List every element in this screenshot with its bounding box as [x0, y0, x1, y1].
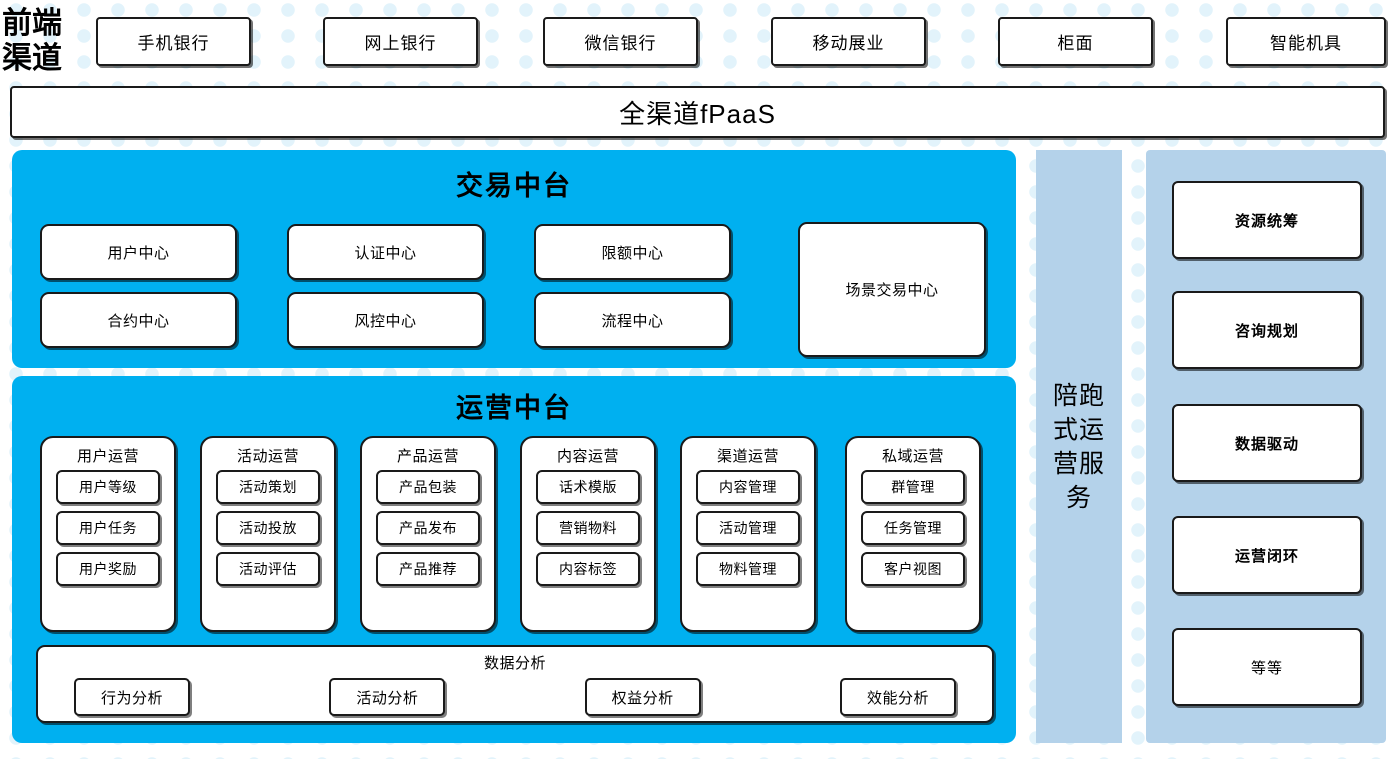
ops-group-title-5: 渠道运营 [716, 448, 779, 465]
scene-trade-center-box[interactable]: 场景交易中心 [798, 222, 986, 357]
ops-item-1-2[interactable]: 用户任务 [56, 511, 160, 545]
capability-item-5[interactable]: 等等 [1172, 628, 1362, 706]
capability-panel: 资源统筹咨询规划数据驱动运营闭环等等 [1146, 150, 1386, 743]
ops-group-title-3: 产品运营 [396, 448, 459, 465]
ops-item-5-3[interactable]: 物料管理 [696, 552, 800, 586]
ops-item-5-2[interactable]: 活动管理 [696, 511, 800, 545]
capability-item-4[interactable]: 运营闭环 [1172, 516, 1362, 594]
data-analysis-box: 数据分析 行为分析 活动分析 权益分析 效能分析 [36, 645, 994, 723]
capability-item-1[interactable]: 资源统筹 [1172, 181, 1362, 259]
ops-group-6: 私域运营群管理任务管理客户视图 [845, 436, 981, 632]
ops-group-title-4: 内容运营 [556, 448, 619, 465]
ops-item-4-2[interactable]: 营销物料 [536, 511, 640, 545]
ops-item-6-3[interactable]: 客户视图 [861, 552, 965, 586]
ops-item-5-1[interactable]: 内容管理 [696, 470, 800, 504]
data-analysis-title: 数据分析 [483, 655, 546, 672]
trade-box-row1-1[interactable]: 用户中心 [40, 224, 237, 280]
ops-group-2: 活动运营活动策划活动投放活动评估 [200, 436, 336, 632]
front-channel-label-line1: 前端 [2, 7, 62, 40]
data-analysis-item-1[interactable]: 行为分析 [74, 678, 190, 716]
ops-item-6-2[interactable]: 任务管理 [861, 511, 965, 545]
ops-item-2-3[interactable]: 活动评估 [216, 552, 320, 586]
data-analysis-item-list: 行为分析 活动分析 权益分析 效能分析 [74, 678, 956, 716]
channel-box-4[interactable]: 移动展业 [771, 17, 926, 66]
data-analysis-item-3[interactable]: 权益分析 [584, 678, 701, 716]
trade-box-row2-2[interactable]: 风控中心 [287, 292, 484, 348]
front-channel-label-line2: 渠道 [2, 42, 62, 75]
trade-platform-title: 交易中台 [456, 171, 572, 201]
ops-group-3: 产品运营产品包装产品发布产品推荐 [360, 436, 496, 632]
ops-group-1: 用户运营用户等级用户任务用户奖励 [40, 436, 176, 632]
capability-item-3[interactable]: 数据驱动 [1172, 404, 1362, 482]
channel-box-3[interactable]: 微信银行 [543, 17, 698, 66]
ops-item-3-2[interactable]: 产品发布 [376, 511, 480, 545]
ops-group-5: 渠道运营内容管理活动管理物料管理 [680, 436, 816, 632]
ops-group-title-1: 用户运营 [76, 448, 139, 465]
ops-item-4-1[interactable]: 话术模版 [536, 470, 640, 504]
ops-item-2-1[interactable]: 活动策划 [216, 470, 320, 504]
trade-box-row1-2[interactable]: 认证中心 [287, 224, 484, 280]
ops-item-1-1[interactable]: 用户等级 [56, 470, 160, 504]
channel-box-1[interactable]: 手机银行 [96, 17, 251, 66]
ops-item-3-1[interactable]: 产品包装 [376, 470, 480, 504]
channel-box-2[interactable]: 网上银行 [323, 17, 478, 66]
ops-item-1-3[interactable]: 用户奖励 [56, 552, 160, 586]
data-analysis-item-4[interactable]: 效能分析 [839, 678, 956, 716]
capability-item-2[interactable]: 咨询规划 [1172, 291, 1362, 369]
fpaas-bar[interactable]: 全渠道fPaaS [10, 86, 1385, 138]
front-channel-label: 前端 渠道 [2, 4, 88, 78]
trade-box-row2-1[interactable]: 合约中心 [40, 292, 237, 348]
ops-item-6-1[interactable]: 群管理 [861, 470, 965, 504]
ops-platform-title: 运营中台 [456, 393, 572, 423]
trade-box-row2-3[interactable]: 流程中心 [534, 292, 731, 348]
ops-item-4-3[interactable]: 内容标签 [536, 552, 640, 586]
ops-item-3-3[interactable]: 产品推荐 [376, 552, 480, 586]
service-column-label: 陪跑式运营服务 [1052, 381, 1105, 512]
ops-group-title-2: 活动运营 [236, 448, 299, 465]
data-analysis-item-2[interactable]: 活动分析 [329, 678, 446, 716]
channel-box-5[interactable]: 柜面 [998, 17, 1153, 66]
ops-item-2-2[interactable]: 活动投放 [216, 511, 320, 545]
service-column: 陪跑式运营服务 [1036, 150, 1122, 743]
ops-group-title-6: 私域运营 [881, 448, 944, 465]
channel-box-6[interactable]: 智能机具 [1226, 17, 1386, 66]
trade-box-row1-3[interactable]: 限额中心 [534, 224, 731, 280]
ops-group-4: 内容运营话术模版营销物料内容标签 [520, 436, 656, 632]
